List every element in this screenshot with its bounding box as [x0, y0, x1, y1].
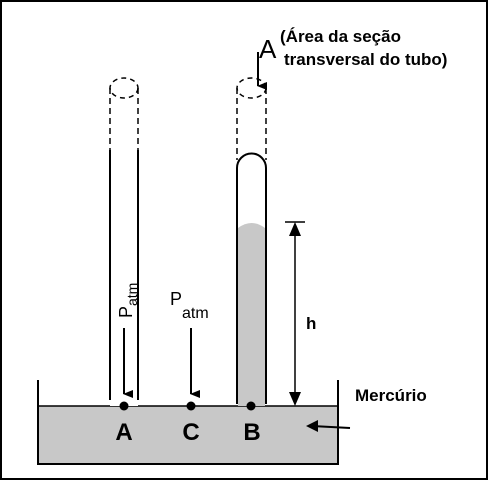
- mercury-column: [238, 223, 265, 406]
- area-letter: A: [259, 34, 277, 64]
- patm-c-sub: atm: [182, 305, 209, 322]
- point-c-dot: [187, 402, 196, 411]
- point-b-dot: [247, 402, 256, 411]
- area-note-line1: (Área da seção: [280, 27, 401, 46]
- patm-tube-sub: atm: [124, 283, 140, 306]
- patm-c-p: P: [170, 289, 182, 309]
- patm-tube-p: P: [116, 306, 136, 318]
- point-a-label: A: [115, 419, 132, 446]
- height-label: h: [306, 314, 316, 333]
- point-b-label: B: [243, 419, 260, 446]
- point-a-dot: [120, 402, 129, 411]
- mercury-label: Mercúrio: [355, 386, 427, 405]
- area-note-line2: transversal do tubo): [284, 50, 447, 69]
- point-c-label: C: [182, 419, 199, 446]
